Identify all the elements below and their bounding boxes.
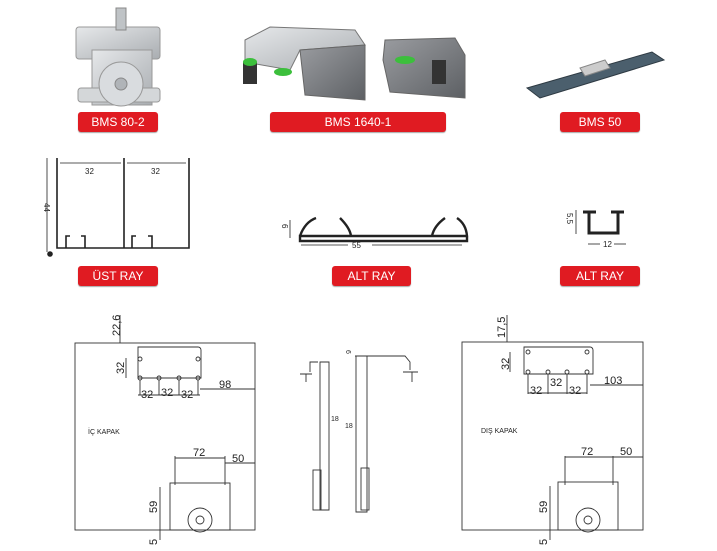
product-label-bms-1640-1: BMS 1640-1 xyxy=(270,112,446,132)
alt-ray-55-width: 55 xyxy=(352,241,361,250)
inner-door-label: İÇ KAPAK xyxy=(88,427,120,436)
profile-label-ust-ray: ÜST RAY xyxy=(78,266,158,286)
alt-ray-55-profile-drawing xyxy=(289,216,469,246)
product-label-bms-80-2: BMS 80-2 xyxy=(78,112,158,132)
outer-door-label: DIŞ KAPAK xyxy=(481,428,518,435)
bms-1640-1-bracket-image xyxy=(243,26,466,101)
inner-door-spacing-1: 32 xyxy=(141,389,153,401)
ust-ray-width-right: 32 xyxy=(151,167,160,176)
side-view-left-thickness: 18 xyxy=(331,416,339,423)
inner-door-spacing-2: 32 xyxy=(161,387,173,399)
ust-ray-profile-drawing xyxy=(46,158,190,257)
side-view-right-thickness: 18 xyxy=(345,423,353,430)
outer-door-drawing xyxy=(461,315,644,540)
alt-ray-12-height: 5,5 xyxy=(565,213,574,225)
outer-door-roller-width: 72 xyxy=(581,446,593,458)
profile-label-alt-ray-55: ALT RAY xyxy=(332,266,411,286)
ust-ray-height: 44 xyxy=(42,203,51,212)
alt-ray-55-height: 6 xyxy=(280,224,289,229)
outer-door-top-dim: 17,5 xyxy=(496,317,508,338)
outer-door-roller-edge: 50 xyxy=(620,446,632,458)
inner-door-bottom-dim: 5 xyxy=(148,539,160,545)
inner-door-top-dim: 22,6 xyxy=(111,315,123,336)
outer-door-spacing-2: 32 xyxy=(550,377,562,389)
inner-door-roller-height: 59 xyxy=(148,501,160,513)
side-view-top-dim: 6 xyxy=(344,350,351,354)
inner-door-bracket-height: 32 xyxy=(115,362,127,374)
side-view-drawing xyxy=(300,355,418,513)
alt-ray-12-width: 12 xyxy=(603,240,612,249)
profile-label-alt-ray-12: ALT RAY xyxy=(560,266,640,286)
alt-ray-12-profile-drawing xyxy=(575,210,626,245)
inner-door-roller-edge: 50 xyxy=(232,453,244,465)
outer-door-bracket-height: 32 xyxy=(500,358,512,370)
inner-door-spacing-3: 32 xyxy=(181,389,193,401)
inner-door-edge-dim: 98 xyxy=(219,379,231,391)
inner-door-roller-width: 72 xyxy=(193,447,205,459)
outer-door-roller-height: 59 xyxy=(538,501,550,513)
outer-door-spacing-1: 32 xyxy=(530,385,542,397)
bms-50-rail-image xyxy=(525,51,666,99)
outer-door-edge-dim: 103 xyxy=(604,375,622,387)
ust-ray-width-left: 32 xyxy=(85,167,94,176)
outer-door-spacing-3: 32 xyxy=(569,385,581,397)
product-label-bms-50: BMS 50 xyxy=(560,112,640,132)
inner-door-drawing xyxy=(74,315,256,540)
outer-door-bottom-dim: 5 xyxy=(538,539,550,545)
bms-80-2-roller-image xyxy=(75,7,161,107)
